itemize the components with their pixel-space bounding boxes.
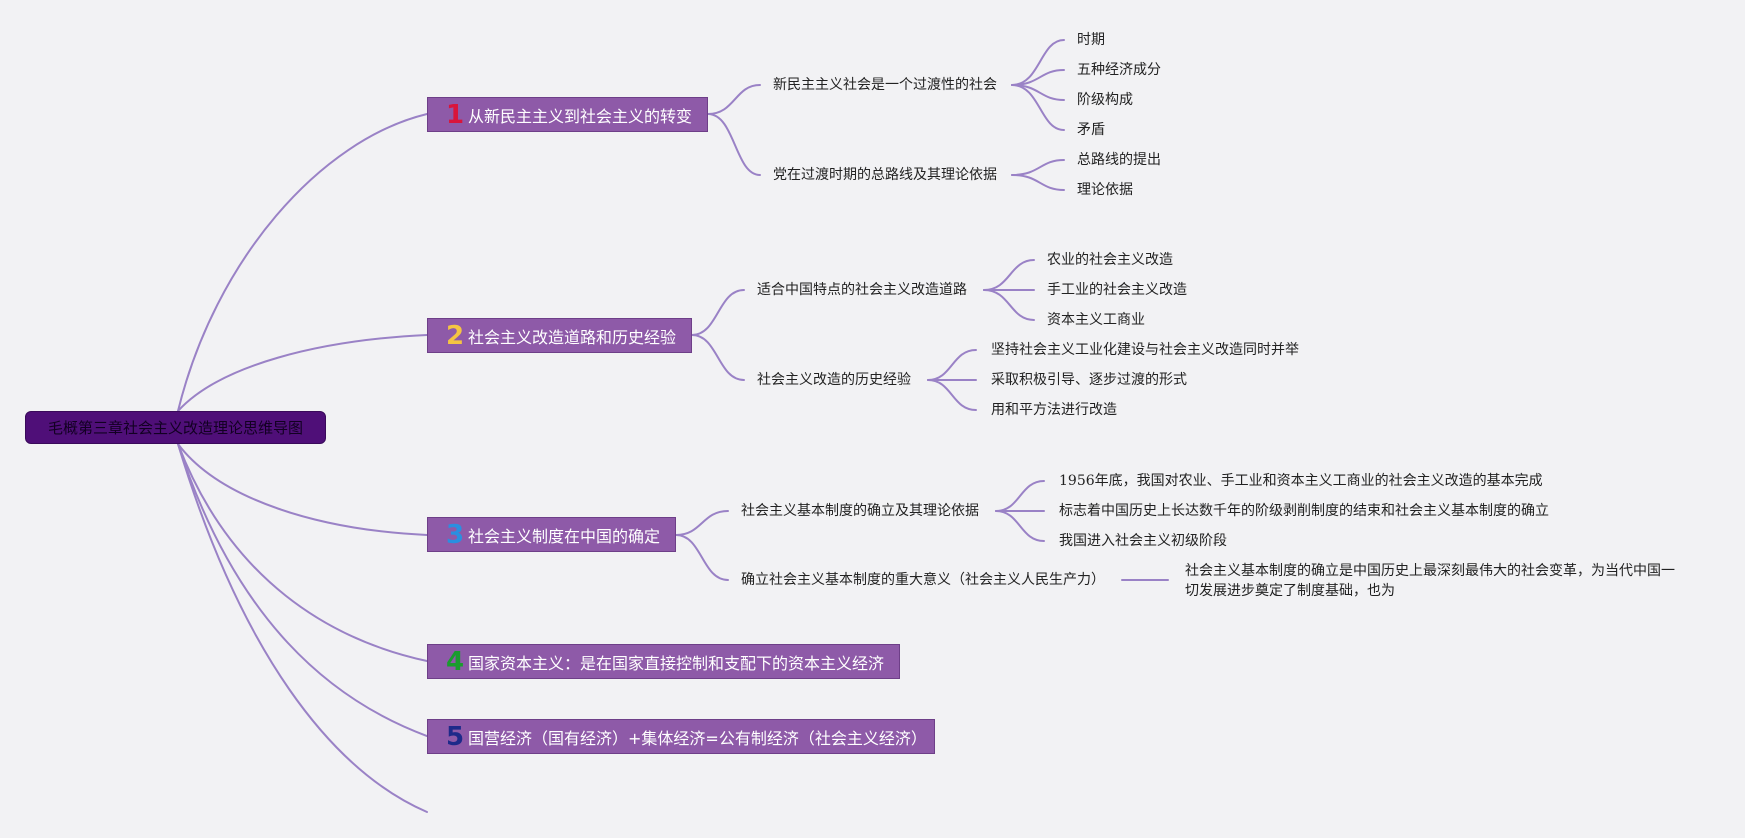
branch-1[interactable]: 1 从新民主主义到社会主义的转变 xyxy=(427,97,708,132)
link-b1-c2 xyxy=(707,113,761,176)
b2-c1-leaf-2[interactable]: 手工业的社会主义改造 xyxy=(1047,282,1187,298)
b3-c1-leaf-3[interactable]: 我国进入社会主义初级阶段 xyxy=(1059,533,1227,549)
link-b2c1-l1 xyxy=(983,259,1035,291)
number-4-icon: 4 xyxy=(446,646,465,677)
branch-3-label: 社会主义制度在中国的确定 xyxy=(468,526,661,546)
b2-c1[interactable]: 适合中国特点的社会主义改造道路 xyxy=(757,282,967,298)
link-b3-c2 xyxy=(675,534,729,581)
link-b1-c1 xyxy=(707,84,761,115)
link-root-b2 xyxy=(177,334,428,412)
b2-c1-leaf-3[interactable]: 资本主义工商业 xyxy=(1047,312,1145,328)
b3-c1-leaf-1[interactable]: 1956年底，我国对农业、手工业和资本主义工商业的社会主义改造的基本完成 xyxy=(1059,473,1543,489)
b1-c1-leaf-3[interactable]: 阶级构成 xyxy=(1077,92,1133,108)
number-1-icon: 1 xyxy=(446,99,465,130)
link-b3-c1 xyxy=(675,510,729,536)
b2-c2-leaf-2[interactable]: 采取积极引导、逐步过渡的形式 xyxy=(991,372,1187,388)
number-5-icon: 5 xyxy=(446,721,465,752)
b2-c2-leaf-1[interactable]: 坚持社会主义工业化建设与社会主义改造同时并举 xyxy=(991,342,1299,358)
b1-c1[interactable]: 新民主主义社会是一个过渡性的社会 xyxy=(773,77,997,93)
number-2-icon: 2 xyxy=(446,320,465,351)
b2-c2[interactable]: 社会主义改造的历史经验 xyxy=(757,372,911,388)
branch-1-label: 从新民主主义到社会主义的转变 xyxy=(468,106,693,126)
link-root-b3 xyxy=(177,443,428,536)
b3-c2-leaf-1[interactable]: 社会主义基本制度的确立是中国历史上最深刻最伟大的社会变革，为当代中国一切发展进步… xyxy=(1185,563,1675,599)
link-root-b4 xyxy=(177,443,428,662)
link-root-b1 xyxy=(177,113,428,412)
b1-c2[interactable]: 党在过渡时期的总路线及其理论依据 xyxy=(773,167,997,183)
b2-c2-leaf-3[interactable]: 用和平方法进行改造 xyxy=(991,402,1117,418)
link-b3c1-l1 xyxy=(995,480,1045,512)
link-b2-c1 xyxy=(691,289,745,336)
link-b1c2-l1 xyxy=(1011,159,1065,176)
b3-c1-leaf-2[interactable]: 标志着中国历史上长达数千年的阶级剥削制度的结束和社会主义基本制度的确立 xyxy=(1059,503,1549,519)
b1-c2-leaf-1[interactable]: 总路线的提出 xyxy=(1077,152,1161,168)
branch-2[interactable]: 2 社会主义改造道路和历史经验 xyxy=(427,318,692,353)
link-root-b5 xyxy=(177,443,428,737)
b3-c1[interactable]: 社会主义基本制度的确立及其理论依据 xyxy=(741,503,979,519)
branch-4[interactable]: 4 国家资本主义：是在国家直接控制和支配下的资本主义经济 xyxy=(427,644,900,679)
b2-c1-leaf-1[interactable]: 农业的社会主义改造 xyxy=(1047,252,1173,268)
link-b1c1-l4 xyxy=(1011,84,1065,131)
link-b2c2-l3 xyxy=(927,379,977,411)
b1-c1-leaf-1[interactable]: 时期 xyxy=(1077,32,1105,48)
branch-2-label: 社会主义改造道路和历史经验 xyxy=(468,327,677,347)
link-root-b6 xyxy=(177,443,428,813)
b3-c2[interactable]: 确立社会主义基本制度的重大意义（社会主义人民生产力） xyxy=(741,572,1105,588)
link-b2c2-l1 xyxy=(927,349,977,381)
branch-3[interactable]: 3 社会主义制度在中国的确定 xyxy=(427,517,676,552)
branch-5[interactable]: 5 国营经济（国有经济）+集体经济=公有制经济（社会主义经济） xyxy=(427,719,935,754)
root-node[interactable]: 毛概第三章社会主义改造理论思维导图 xyxy=(25,411,326,444)
b1-c1-leaf-4[interactable]: 矛盾 xyxy=(1077,122,1105,138)
root-label: 毛概第三章社会主义改造理论思维导图 xyxy=(47,419,303,437)
branch-4-label: 国家资本主义：是在国家直接控制和支配下的资本主义经济 xyxy=(468,653,885,673)
branch-5-label: 国营经济（国有经济）+集体经济=公有制经济（社会主义经济） xyxy=(468,728,927,748)
link-b1c2-l2 xyxy=(1011,174,1065,191)
b1-c2-leaf-2[interactable]: 理论依据 xyxy=(1077,182,1133,198)
link-b2-c2 xyxy=(691,334,745,381)
b1-c1-leaf-2[interactable]: 五种经济成分 xyxy=(1077,62,1161,78)
link-b3c1-l3 xyxy=(995,510,1045,542)
number-3-icon: 3 xyxy=(446,519,465,550)
link-b2c1-l3 xyxy=(983,289,1035,321)
